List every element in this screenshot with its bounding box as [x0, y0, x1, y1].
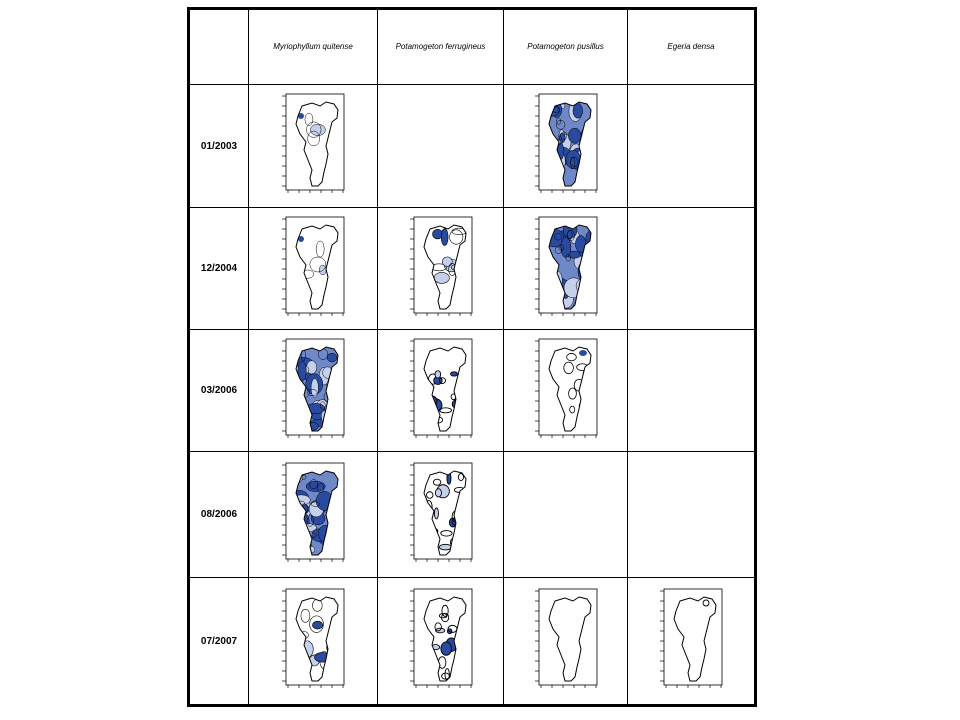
- map-cell: [628, 578, 754, 704]
- row-date-label: 03/2006: [200, 385, 238, 396]
- contour-map-thumbnail: [654, 585, 728, 697]
- contour-map-thumbnail: [276, 585, 350, 697]
- map-frame: [413, 462, 472, 559]
- contour-map-thumbnail: [529, 585, 603, 697]
- row-header: 03/2006: [190, 330, 249, 452]
- map-frame: [285, 216, 345, 313]
- row-date-label: 08/2006: [200, 509, 238, 520]
- row-date-label: 07/2007: [200, 635, 238, 647]
- map-cell: [504, 208, 628, 330]
- map-frame: [413, 588, 472, 686]
- map-cell: [628, 208, 754, 330]
- contour-map-thumbnail: [529, 335, 603, 447]
- row-header: 12/2004: [190, 208, 249, 330]
- map-frame: [663, 588, 723, 686]
- row-header: 08/2006: [190, 452, 249, 578]
- map-cell: [628, 330, 754, 452]
- contour-map-thumbnail: [276, 459, 350, 571]
- map-cell: [504, 330, 628, 452]
- map-cell: [628, 452, 754, 578]
- map-cell: [378, 85, 504, 208]
- map-cell: [378, 578, 504, 704]
- column-header-label: Potamogeton ferrugineus: [395, 42, 486, 51]
- map-frame: [538, 588, 597, 686]
- contour-map-thumbnail: [404, 585, 478, 697]
- map-frame: [285, 93, 345, 191]
- contour-map-thumbnail: [404, 335, 478, 447]
- corner-cell: [190, 10, 249, 85]
- row-date-label: 01/2003: [200, 140, 238, 152]
- map-frame: [538, 338, 597, 435]
- contour-map-thumbnail: [529, 90, 603, 202]
- column-header-label: Egeria densa: [667, 42, 715, 51]
- map-cell: [378, 208, 504, 330]
- map-cell: [378, 330, 504, 452]
- contour-map-thumbnail: [404, 459, 478, 571]
- map-cell: [504, 452, 628, 578]
- column-header: Potamogeton ferrugineus: [378, 10, 504, 85]
- column-header: Egeria densa: [628, 10, 754, 85]
- map-cell: [249, 85, 378, 208]
- map-cell: [504, 85, 628, 208]
- map-cell: [249, 578, 378, 704]
- map-cell: [378, 452, 504, 578]
- map-frame: [285, 588, 345, 686]
- map-cell: [504, 578, 628, 704]
- column-header-label: Potamogeton pusillus: [527, 42, 604, 51]
- map-cell: [249, 330, 378, 452]
- contour-map-thumbnail: [404, 213, 478, 325]
- column-header-label: Myriophyllum quitense: [273, 42, 353, 51]
- column-header: Potamogeton pusillus: [504, 10, 628, 85]
- column-header: Myriophyllum quitense: [249, 10, 378, 85]
- contour-map-thumbnail: [276, 213, 350, 325]
- row-header: 07/2007: [190, 578, 249, 704]
- map-cell: [628, 85, 754, 208]
- map-cell: [249, 208, 378, 330]
- contour-map-thumbnail: [529, 213, 603, 325]
- map-frame: [413, 338, 472, 435]
- species-map-table: Myriophyllum quitense Potamogeton ferrug…: [187, 7, 757, 707]
- map-cell: [249, 452, 378, 578]
- row-date-label: 12/2004: [200, 263, 238, 274]
- contour-map-thumbnail: [276, 335, 350, 447]
- row-header: 01/2003: [190, 85, 249, 208]
- contour-map-thumbnail: [276, 90, 350, 202]
